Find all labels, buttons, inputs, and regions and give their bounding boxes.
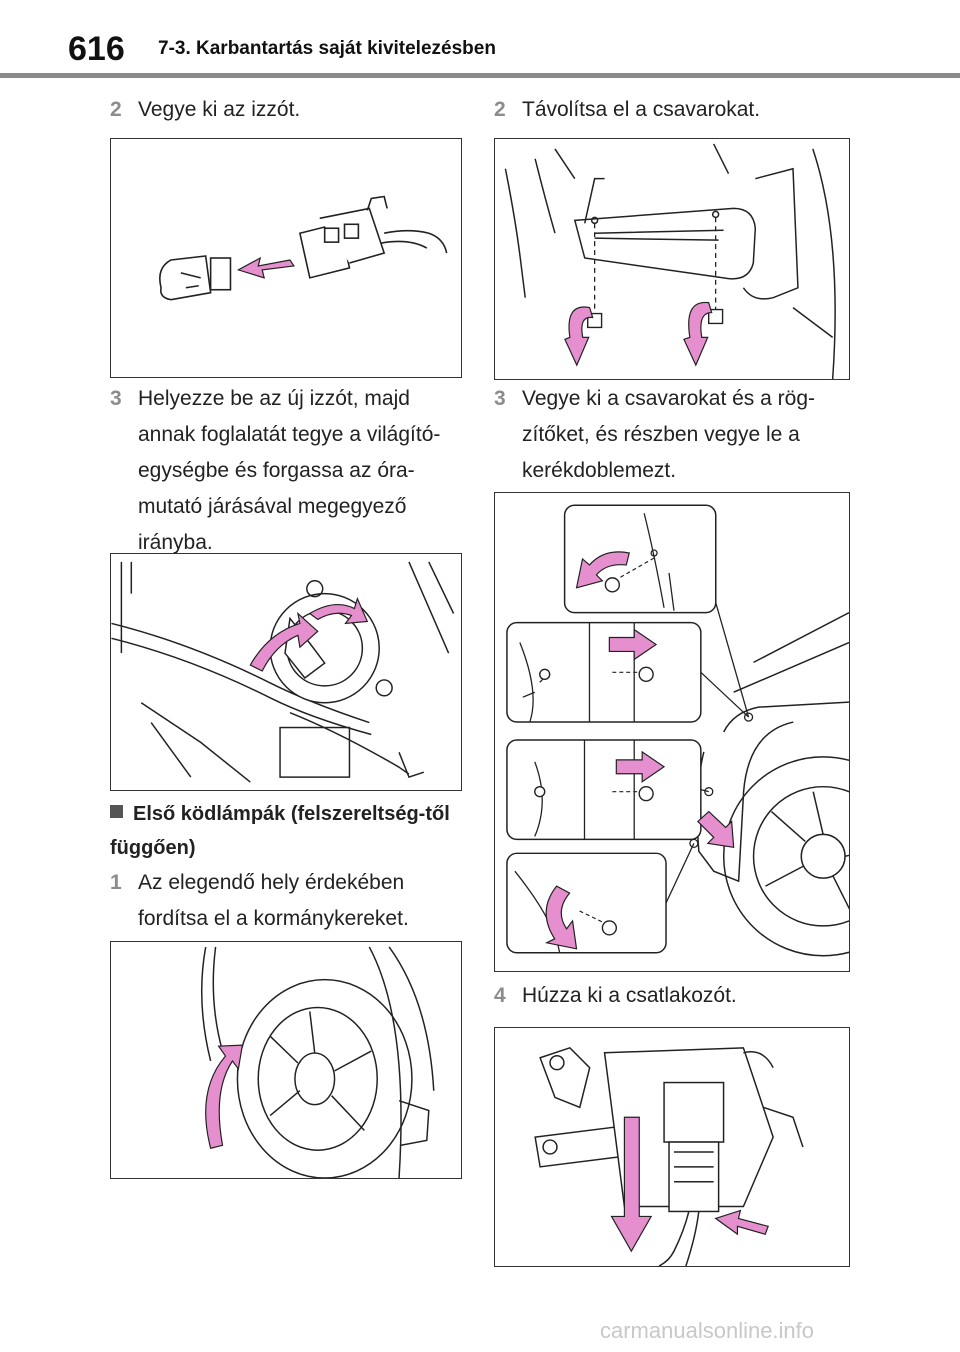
step-text: Az elegendő hely érdekében fordítsa el a… [138,871,409,930]
section-bullet-icon [110,805,123,818]
fog-lamp-heading: Első ködlámpák (felszereltség-től függőe… [110,797,470,865]
figure-fender-liner [494,492,850,972]
bulb-removal-illustration [159,195,448,301]
arrow-right-icon [608,628,658,661]
page-number: 616 [68,30,125,68]
step-text: Távolítsa el a csavarokat. [522,98,761,121]
wheel-turn-illustration [201,946,435,1178]
arrow-left-icon [236,256,295,279]
arrow-down-icon [610,1116,653,1253]
step-text: Vegye ki az izzót. [138,98,301,121]
watermark: carmanualsonline.info [600,1318,815,1343]
unscrew-arrow-icon [683,301,713,367]
step-install-bulb: 3 Helyezze be az új izzót, majd annak fo… [110,381,462,561]
step-text: Helyezze be az új izzót, majd annak fogl… [138,387,441,554]
figure-bulb-install [110,553,462,791]
screws-illustration [504,143,836,379]
step-text: Húzza ki a csatlakozót. [522,984,737,1007]
rotate-arrow-icon [575,551,630,589]
fender-liner-illustration [506,504,849,957]
page-header: 616 7-3. Karbantartás saját kivitelezésb… [0,0,960,78]
step-number: 1 [110,871,122,894]
step-disconnect: 4 Húzza ki a csatlakozót. [494,978,850,1014]
press-tab-arrow-icon [714,1209,769,1236]
step-remove-screws: 2 Távolítsa el a csavarokat. [494,92,854,128]
rotate-arrow-icon [544,885,578,950]
figure-screws [494,138,850,380]
step-remove-bulb: 2 Vegye ki az izzót. [110,92,470,128]
step-number: 2 [494,98,506,121]
rotate-arrow-icon [308,596,369,625]
unscrew-arrow-icon [564,306,594,367]
step-remove-clips: 3 Vegye ki a csavarokat és a rög-zítőket… [494,381,850,489]
fog-lamp-heading-text: Első ködlámpák (felszereltség-től függőe… [110,803,450,859]
step-number: 3 [494,387,506,410]
figure-steering-wheel [110,941,462,1179]
step-number: 3 [110,387,122,410]
step-turn-wheel: 1 Az elegendő hely érdekében fordítsa el… [110,865,462,937]
arrow-right-icon [615,750,666,783]
connector-illustration [534,1046,804,1266]
arrow-down-right-icon [696,810,735,849]
figure-bulb-removal [110,138,462,378]
step-number: 4 [494,984,506,1007]
rotate-arrow-icon [249,611,319,672]
step-text: Vegye ki a csavarokat és a rög-zítőket, … [522,387,815,482]
section-title: 7-3. Karbantartás saját kivitelezésben [158,38,496,59]
rotate-arrow-icon [205,1044,244,1149]
header-divider [0,73,960,78]
figure-connector [494,1027,850,1267]
step-number: 2 [110,98,122,121]
bulb-install-illustration [111,561,455,783]
